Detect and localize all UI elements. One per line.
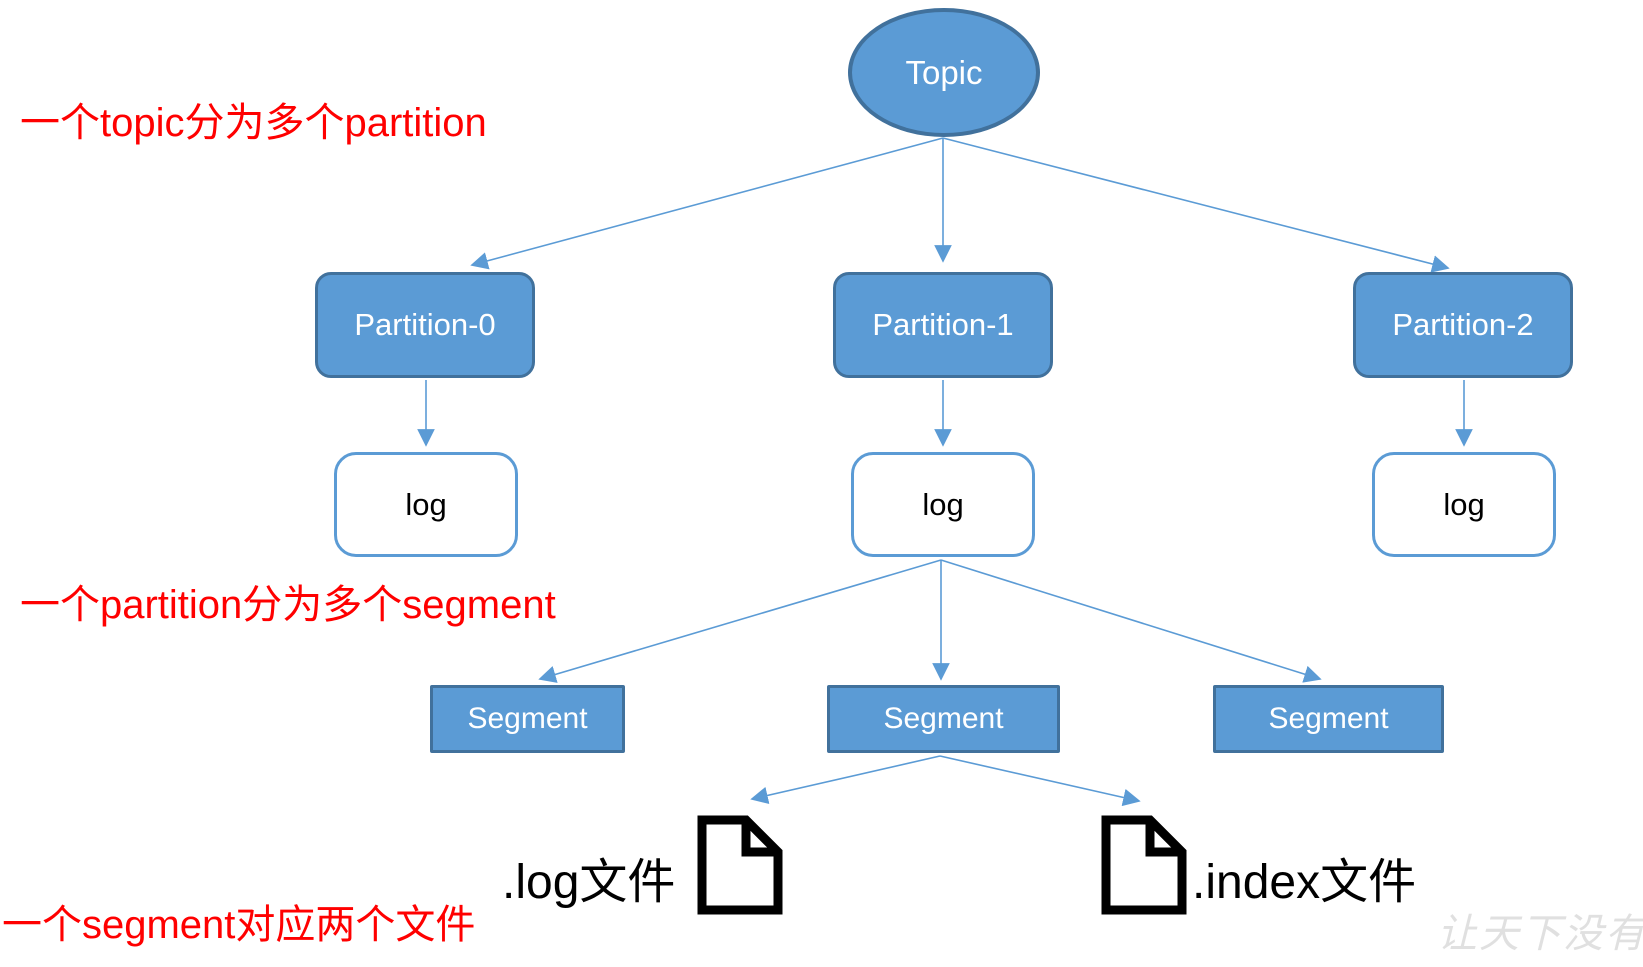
topic-label: Topic [905, 53, 983, 91]
log-node-2: log [1372, 452, 1556, 557]
annotation-partition-segment: 一个partition分为多个segment [20, 583, 556, 627]
partition-0-node: Partition-0 [315, 272, 535, 378]
log-to-segment-arrows [538, 559, 1322, 683]
topic-node: Topic [848, 8, 1040, 137]
partition-1-label: Partition-1 [872, 307, 1014, 342]
segment-to-file-arrows [750, 755, 1141, 807]
segment-node-2: Segment [1213, 685, 1444, 753]
annotation-topic-partition: 一个topic分为多个partition [20, 101, 487, 145]
annotation-segment-files: 一个segment对应两个文件 [2, 903, 476, 947]
partition-2-label: Partition-2 [1392, 307, 1534, 342]
segment-node-0: Segment [430, 685, 625, 753]
log-node-1-label: log [922, 486, 964, 522]
partition-1-node: Partition-1 [833, 272, 1053, 378]
partition-to-log-arrows [417, 380, 1473, 447]
segment-node-2-label: Segment [1268, 702, 1389, 735]
partition-2-node: Partition-2 [1353, 272, 1573, 378]
log-file-document-icon [697, 815, 783, 915]
partition-0-label: Partition-0 [354, 307, 496, 342]
index-file-document-icon [1101, 815, 1187, 915]
log-node-0-label: log [405, 486, 447, 522]
log-node-0: log [334, 452, 518, 557]
watermark-text: 让天下没有 [1437, 912, 1643, 956]
log-node-1: log [851, 452, 1035, 557]
segment-node-1-label: Segment [883, 702, 1004, 735]
index-file-label: .index文件 [1192, 856, 1417, 909]
segment-node-0-label: Segment [467, 702, 588, 735]
log-file-label: .log文件 [502, 856, 676, 909]
log-node-2-label: log [1443, 486, 1485, 522]
segment-node-1: Segment [827, 685, 1060, 753]
topic-to-partition-arrows [470, 137, 1450, 273]
